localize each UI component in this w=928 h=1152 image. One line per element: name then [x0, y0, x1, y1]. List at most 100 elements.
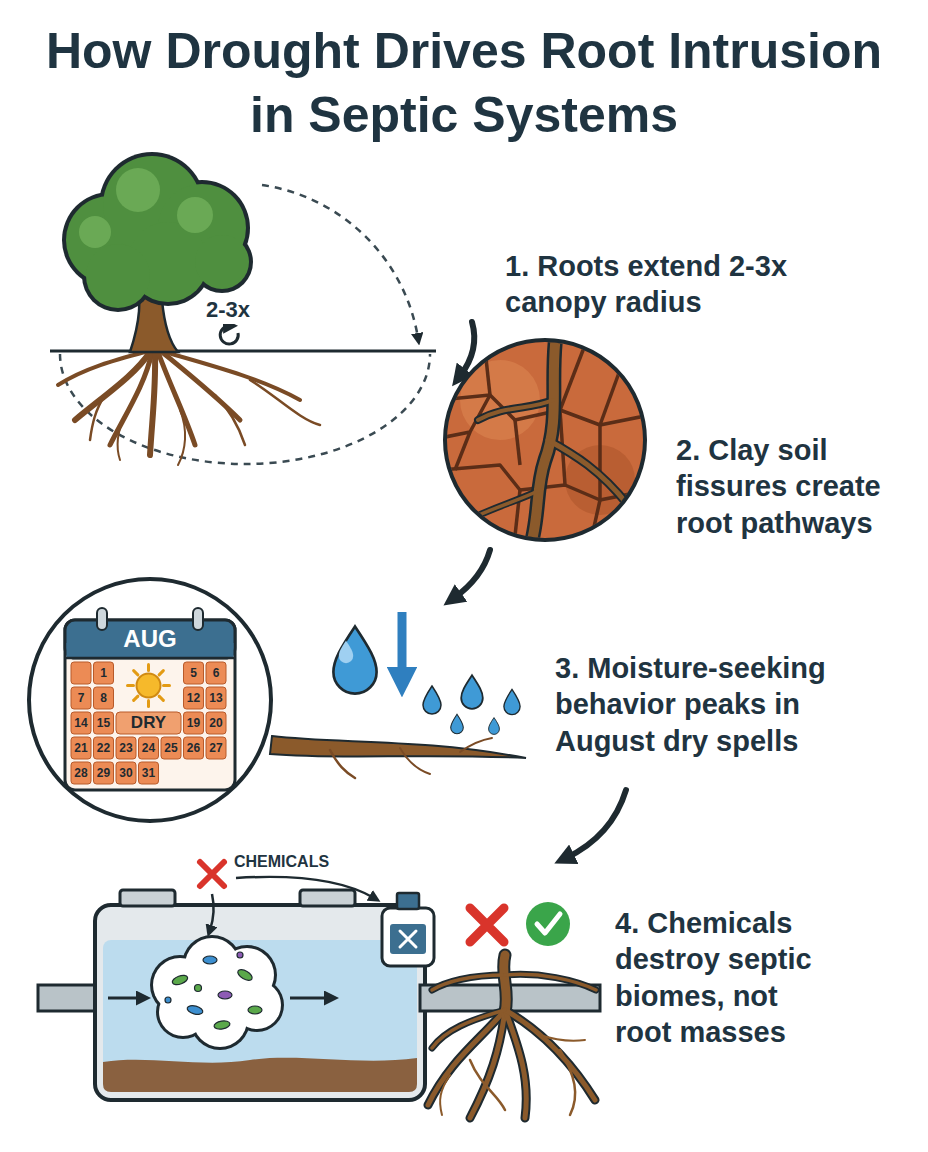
septic-tank-illustration-part-part [236, 968, 254, 983]
calendar-outline-part [159, 671, 163, 675]
septic-tank-illustration-part [290, 997, 330, 1000]
tree-illustration-part-part [116, 168, 160, 212]
day-number: 27 [204, 737, 228, 759]
calendar-outline-part [128, 684, 134, 687]
septic-tank-illustration-part-part [237, 952, 243, 958]
tree-illustration-part [79, 168, 213, 248]
calendar-outline-part [164, 684, 170, 687]
day-number: 30 [114, 762, 138, 784]
septic-tank-illustration-part-part [218, 991, 232, 999]
calendar-outline-part [147, 701, 150, 707]
chemical-illustration-part [390, 924, 426, 954]
chemical-illustration-part [200, 862, 224, 886]
calendar-outline-part [193, 608, 203, 630]
septic-tank-illustration-part [153, 938, 281, 1047]
step-caption: 2. Clay soil fissures create root pathwa… [676, 432, 916, 541]
calendar-outline-part [147, 665, 150, 671]
tree-illustration-part [58, 352, 320, 465]
septic-tank-illustration-part [428, 955, 596, 1118]
tree-illustration-part-part [178, 410, 185, 465]
clay-soil-illustration-part-part-part [440, 395, 650, 425]
septic-tank-illustration-part-part [560, 1050, 575, 1115]
day-number: 21 [69, 737, 93, 759]
clay-soil-illustration-part-part-part [455, 432, 470, 470]
clay-soil-illustration-part-part-part [515, 420, 520, 465]
chemicals-label: CHEMICALS [234, 852, 364, 872]
flow-arrow [460, 322, 474, 376]
chemical-illustration-part [397, 893, 419, 909]
clay-soil-illustration-part [440, 335, 650, 548]
day-number: 5 [182, 662, 206, 684]
moisture-illustration-part-part [489, 718, 500, 735]
flow-arrow [566, 790, 626, 858]
septic-tank-illustration-part-part [432, 975, 505, 990]
moisture-illustration-part [333, 626, 376, 693]
septic-tank-illustration-part-part [540, 1035, 585, 1041]
multiplier-label: 2-3x [206, 296, 276, 324]
moisture-illustration-part [339, 641, 353, 663]
tree-illustration-part [66, 156, 249, 308]
tree-illustration-part-part [79, 216, 111, 248]
day-number: 14 [69, 712, 93, 734]
day-number: 28 [69, 762, 93, 784]
day-number: 20 [204, 712, 228, 734]
tree-illustration-part [62, 152, 253, 312]
moisture-illustration-part [270, 736, 526, 758]
calendar-outline-part [71, 662, 91, 684]
septic-tank-illustration-part [38, 985, 102, 1011]
septic-tank-illustration-part [108, 997, 142, 1000]
day-number: 13 [204, 687, 228, 709]
septic-tank-illustration-part-part [504, 955, 507, 1012]
septic-tank-illustration-part [165, 952, 262, 1030]
day-number: 1 [92, 662, 116, 684]
septic-tank-illustration [38, 890, 600, 1118]
day-number: 8 [92, 687, 116, 709]
septic-tank-illustration-part-part [505, 1010, 595, 1100]
day-number: 25 [159, 737, 183, 759]
septic-tank-illustration-part-part [432, 975, 505, 990]
septic-tank-illustration-part [103, 1058, 417, 1092]
tree-illustration-part [50, 350, 436, 353]
clay-soil-illustration-part-part-part [478, 400, 553, 420]
flow-arrow [454, 550, 490, 598]
clay-soil-illustration-part [445, 340, 645, 540]
chemical-illustration-part [210, 894, 214, 930]
day-number: 22 [92, 737, 116, 759]
septic-tank-illustration-part [103, 940, 417, 1092]
step-caption: 1. Roots extend 2-3x canopy radius [505, 248, 895, 321]
day-number: 24 [137, 737, 161, 759]
chemical-illustration-part [526, 902, 570, 946]
tree-illustration-part-part [165, 352, 300, 400]
day-number: 7 [69, 687, 93, 709]
septic-tank-illustration-part-part [248, 1006, 262, 1014]
septic-tank-illustration-part-part [165, 997, 171, 1003]
calendar-outline-part [29, 579, 271, 821]
day-number: 6 [204, 662, 228, 684]
day-number: 23 [114, 737, 138, 759]
tree-illustration-part-part [58, 352, 145, 385]
calendar-outline-part [134, 671, 138, 675]
calendar-circle: AUG1567812131415DRY192021222324252627282… [25, 575, 275, 825]
septic-tank-illustration-part-part [505, 974, 596, 990]
calendar-outline-part [65, 620, 235, 790]
tree-illustration-part-part [215, 395, 245, 445]
septic-tank-illustration-part-part [195, 985, 202, 992]
septic-tank-illustration-part [120, 890, 175, 906]
day-number: 29 [92, 762, 116, 784]
step-caption: 3. Moisture-seeking behavior peaks in Au… [555, 650, 895, 759]
clay-soil-illustration-part-part-part [478, 400, 553, 420]
chemical-illustration-part [382, 908, 434, 966]
moisture-illustration-part-part [423, 686, 441, 714]
septic-tank-illustration-part-part [213, 1020, 230, 1031]
calendar-outline-part [97, 608, 107, 630]
day-number: 12 [182, 687, 206, 709]
septic-tank-illustration-part-part [440, 1075, 450, 1115]
tree-illustration-part-part [90, 395, 105, 440]
clay-soil-illustration-part-part-part [600, 370, 620, 425]
clay-soil-illustration-part-part [468, 335, 628, 548]
septic-tank-illustration-part-part [505, 1010, 526, 1118]
calendar-outline-part [65, 620, 235, 658]
septic-tank-illustration-part-part [470, 1060, 505, 1110]
clay-soil-illustration-part-part-part [484, 340, 490, 395]
